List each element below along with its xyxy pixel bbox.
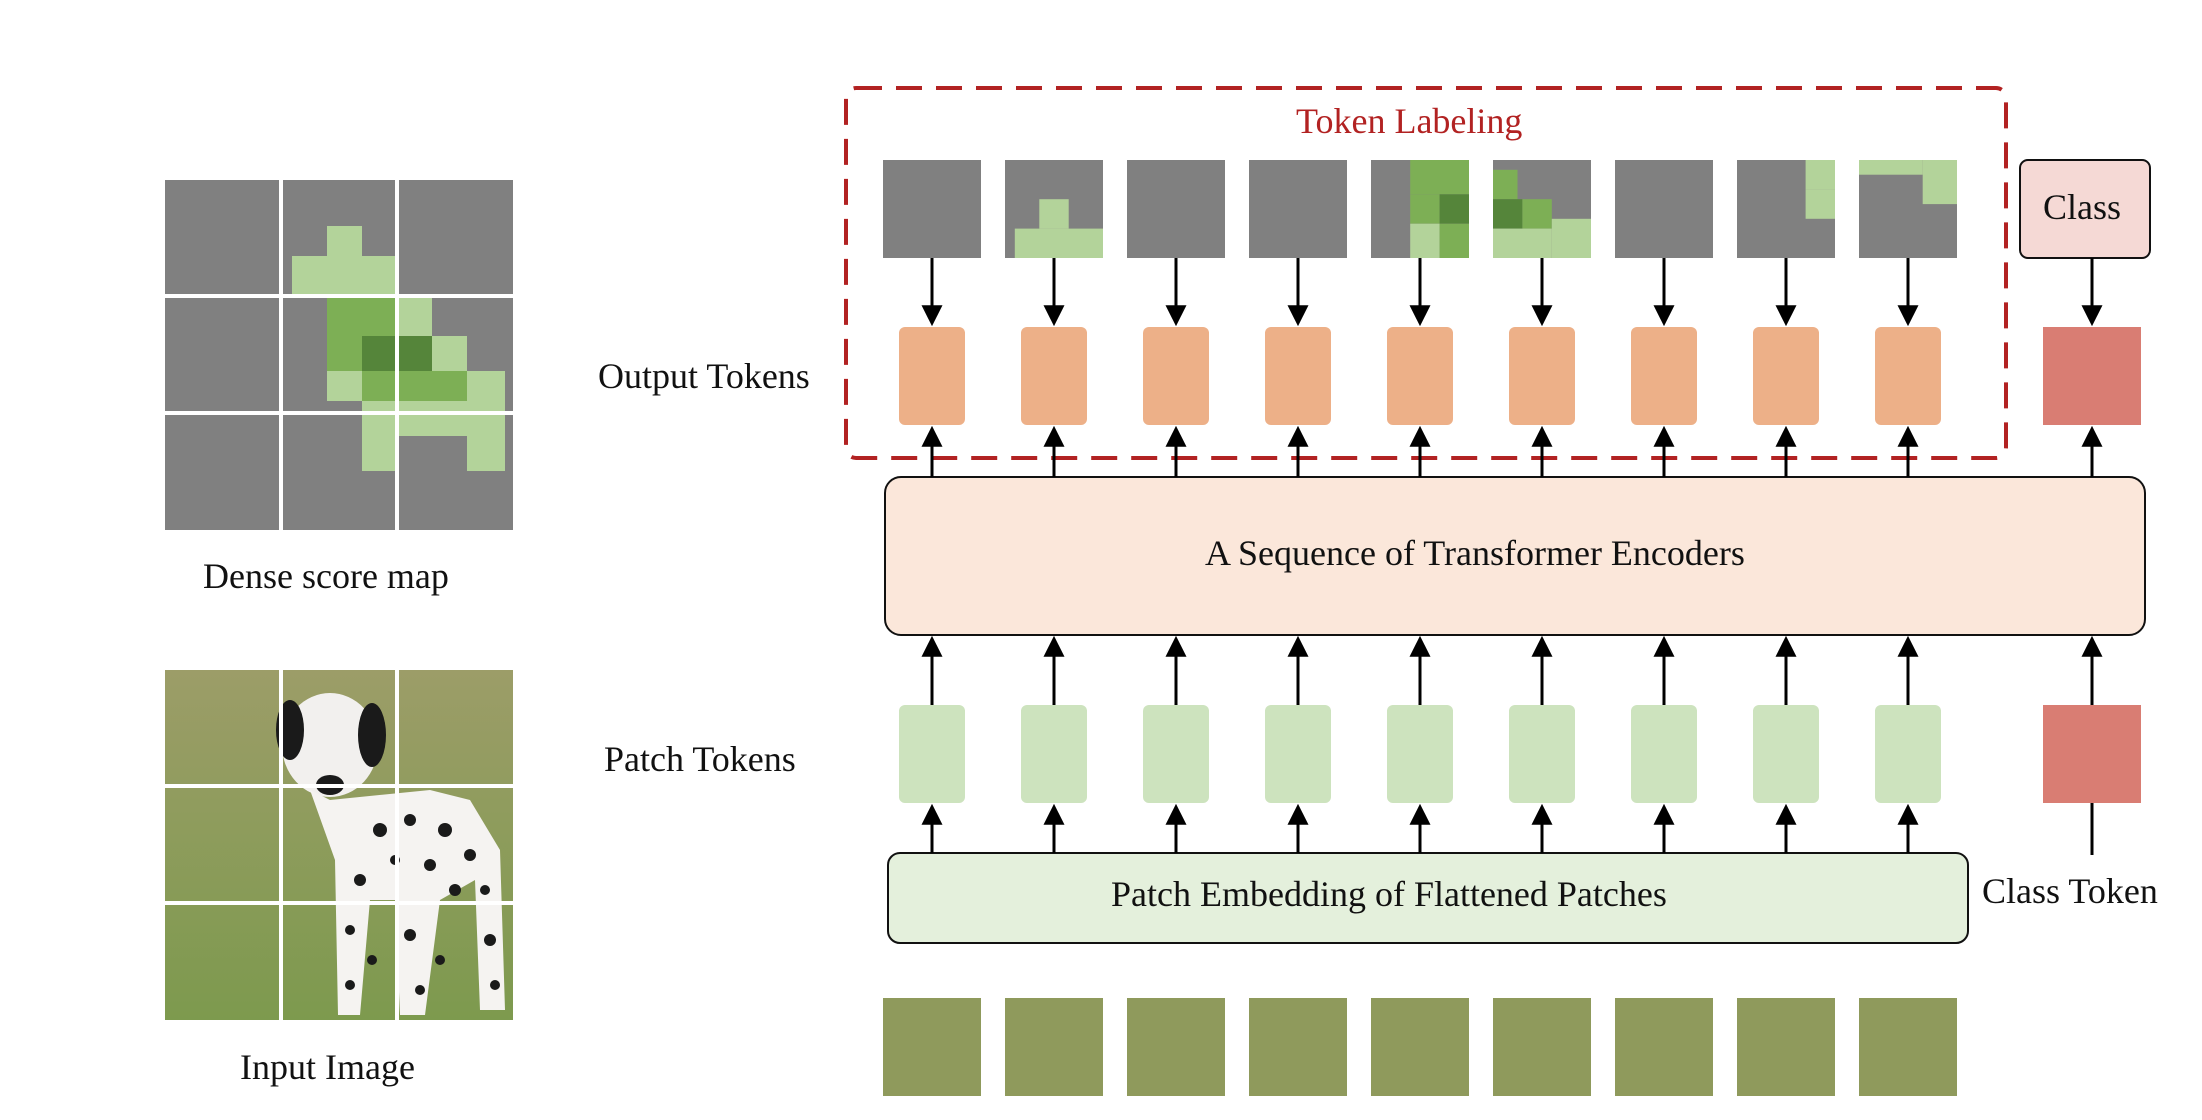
label-patch-highlight	[1922, 160, 1957, 205]
class-box-label: Class	[2043, 187, 2122, 227]
label-patch	[1615, 160, 1713, 258]
output-token	[1021, 327, 1087, 425]
patch-token	[1509, 705, 1575, 803]
patch-token	[1753, 705, 1819, 803]
score-map-highlights	[292, 226, 505, 471]
label-patch-highlight	[1039, 199, 1069, 229]
patch-token	[1021, 705, 1087, 803]
patch-tokens	[899, 705, 1941, 803]
label-patch-highlight	[1410, 194, 1440, 224]
input-image-label: Input Image	[240, 1047, 415, 1087]
label-patch-highlight	[1805, 160, 1835, 190]
output-token	[1875, 327, 1941, 425]
label-patch-highlight	[1439, 223, 1469, 258]
encoder-label: A Sequence of Transformer Encoders	[1205, 533, 1745, 573]
label-patch-highlight	[1439, 194, 1469, 224]
output-token	[899, 327, 965, 425]
output-token	[1143, 327, 1209, 425]
image-patch	[1615, 998, 1713, 1096]
dense-score-map-label: Dense score map	[203, 556, 449, 596]
label-patch	[1249, 160, 1347, 258]
dense-score-map	[165, 180, 513, 530]
label-patch-highlight	[1551, 218, 1591, 258]
label-patch-highlight	[1493, 228, 1552, 258]
output-token	[1265, 327, 1331, 425]
output-token	[1509, 327, 1575, 425]
patch-token	[1387, 705, 1453, 803]
class-box	[2019, 159, 2151, 259]
label-patch	[883, 160, 981, 258]
label-patch	[1127, 160, 1225, 258]
output-token	[1753, 327, 1819, 425]
label-patch-highlight	[1410, 160, 1469, 195]
image-patch	[1493, 998, 1591, 1096]
image-patch	[1249, 998, 1347, 1096]
label-patch-highlight	[1859, 160, 1923, 175]
output-tokens-label: Output Tokens	[598, 356, 810, 396]
image-patch	[1737, 998, 1835, 1096]
patch-token	[1875, 705, 1941, 803]
label-patch-highlight	[1493, 199, 1523, 229]
embedding-label: Patch Embedding of Flattened Patches	[1111, 874, 1667, 914]
class-token-label: Class Token	[1982, 871, 2158, 911]
token-labeling-frame	[844, 86, 2008, 460]
image-patch	[1371, 998, 1469, 1096]
token-labeling-title: Token Labeling	[1296, 101, 1523, 141]
input-class-token	[2043, 705, 2141, 803]
input-image	[165, 670, 513, 1020]
patch-embedding-block	[887, 852, 1969, 944]
patch-token	[1631, 705, 1697, 803]
patch-token	[1265, 705, 1331, 803]
output-tokens	[899, 327, 1941, 425]
image-patch	[1127, 998, 1225, 1096]
arrows	[921, 258, 2103, 855]
output-token	[1387, 327, 1453, 425]
image-patch	[1005, 998, 1103, 1096]
label-patch-highlight	[1493, 169, 1518, 200]
output-class-token	[2043, 327, 2141, 425]
patch-tokens-label: Patch Tokens	[604, 739, 796, 779]
image-patch	[883, 998, 981, 1096]
label-patch-highlight	[1522, 199, 1552, 229]
label-patch-highlight	[1805, 189, 1835, 219]
patch-token	[1143, 705, 1209, 803]
output-token	[1631, 327, 1697, 425]
transformer-encoder-block	[884, 476, 2146, 636]
label-patch-highlight	[1410, 223, 1440, 258]
patch-token	[899, 705, 965, 803]
label-patch-highlight	[1014, 228, 1103, 258]
image-patches	[883, 998, 1957, 1096]
image-patch	[1859, 998, 1957, 1096]
label-patches	[883, 160, 1957, 258]
